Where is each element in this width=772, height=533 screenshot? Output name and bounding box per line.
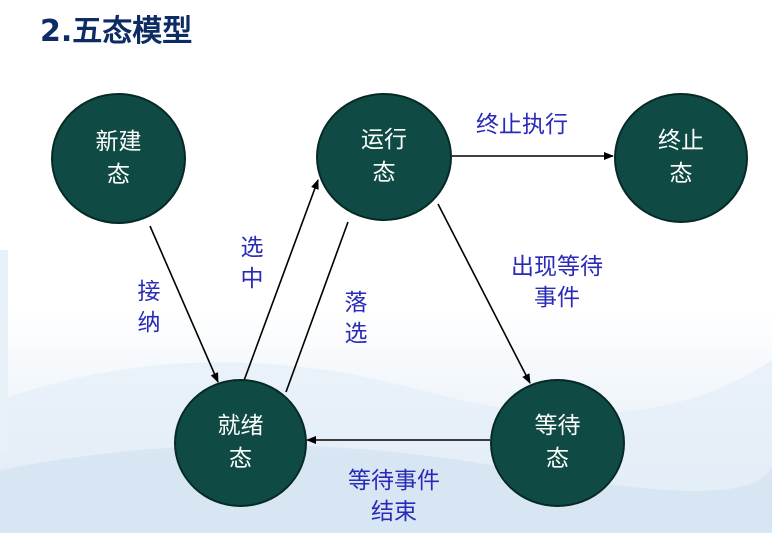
edge-label-dispatch-line1: 选 <box>240 235 264 261</box>
node-waiting-line2: 态 <box>546 446 569 472</box>
node-running-line2: 态 <box>372 160 396 186</box>
node-waiting: 等待 态 <box>490 379 625 507</box>
edge-label-event-done-line2: 结束 <box>371 499 417 525</box>
node-ready-line1: 就绪 <box>217 413 264 439</box>
edge-label-event-done-line1: 等待事件 <box>348 468 440 494</box>
edge-label-admit-line1: 接 <box>137 279 161 305</box>
node-terminated: 终止 态 <box>614 93 748 223</box>
node-new: 新建 态 <box>51 93 186 224</box>
arrow-event-wait <box>437 203 531 384</box>
edge-label-dispatch-line2: 中 <box>240 266 264 292</box>
edge-label-event-done: 等待事件 结束 <box>348 466 440 528</box>
edge-label-event-wait-line1: 出现等待 <box>511 254 603 280</box>
edge-label-dispatch: 选 中 <box>237 233 267 295</box>
edge-label-admit-line2: 纳 <box>137 310 161 336</box>
slide-title: 2.五态模型 <box>40 14 193 49</box>
edge-label-timeout-line2: 选 <box>344 321 368 347</box>
node-ready-line2: 态 <box>229 446 252 472</box>
edge-label-exit: 终止执行 <box>476 110 568 141</box>
edge-label-exit-line1: 终止执行 <box>476 112 568 138</box>
node-new-line2: 态 <box>107 161 130 188</box>
arrow-dispatch <box>241 179 319 387</box>
arrow-admit <box>149 225 219 383</box>
node-running-line1: 运行 <box>361 127 407 153</box>
edge-label-admit: 接 纳 <box>134 277 164 339</box>
arrow-timeout <box>285 221 349 393</box>
edge-label-timeout: 落 选 <box>341 288 371 350</box>
edge-label-event-wait: 出现等待 事件 <box>511 252 603 314</box>
node-new-line1: 新建 <box>95 128 142 155</box>
edge-label-event-wait-line2: 事件 <box>534 285 580 311</box>
node-terminated-line2: 态 <box>669 161 693 187</box>
node-waiting-line1: 等待 <box>534 413 581 439</box>
node-terminated-line1: 终止 <box>658 128 704 154</box>
edge-label-timeout-line1: 落 <box>344 290 368 316</box>
node-ready: 就绪 态 <box>174 379 307 507</box>
node-running: 运行 态 <box>316 93 452 221</box>
